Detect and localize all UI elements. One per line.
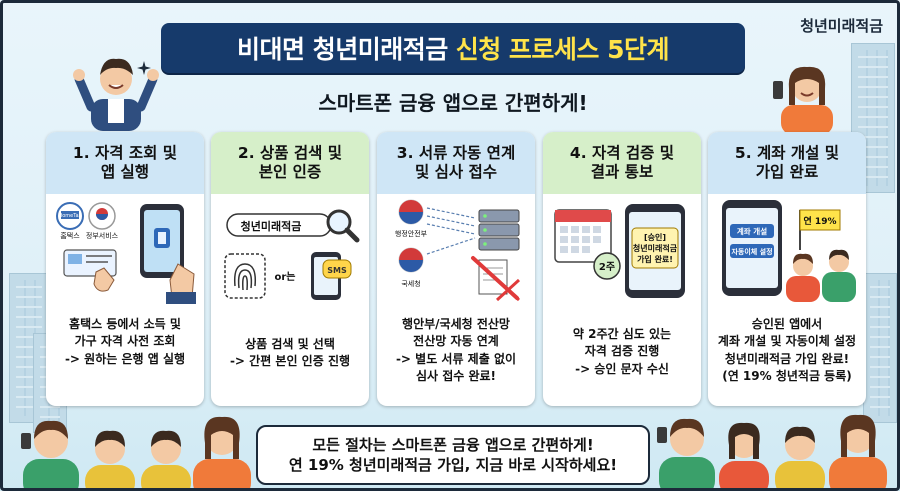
open-account-button-text: 계좌 개설: [737, 226, 767, 236]
auto-transfer-button-text: 자동이체 설정: [731, 247, 772, 256]
account-opening-illustration: 계좌 개설 자동이체 설정 연 19%: [722, 200, 856, 302]
or-label: or는: [274, 271, 295, 283]
step-card-5: 5. 계좌 개설 및 가입 완료 계좌 개설 자동이체 설정 연 19%: [708, 132, 866, 406]
title-banner: 비대면 청년미래적금 신청 프로세스 5단계: [161, 23, 745, 73]
hometax-phone-illustration: HomeTax 홈택스 정부서비스: [56, 202, 196, 304]
people-group-left-illustration: [21, 416, 251, 488]
step-card-4-text: 약 2주간 심도 있는 자격 검증 진행 -> 승인 문자 수신: [572, 327, 672, 376]
step-card-1-text: 홈택스 등에서 소득 및 가구 자격 사전 조회 -> 원하는 은행 앱 실행: [64, 317, 186, 366]
bottom-banner-line2: 연 19% 청년미래적금 가입, 지금 바로 시작하세요!: [288, 456, 618, 474]
building-right-2: [863, 273, 897, 423]
man-cheering-illustration: [73, 58, 159, 131]
building-right-1: [851, 43, 895, 193]
step-card-2: 2. 상품 검색 및 본인 인증 청년미래적금 or는 SMS 상품: [211, 132, 369, 406]
step-card-2-text: 상품 검색 및 선택 -> 간편 본인 인증 진행: [229, 337, 351, 369]
subtitle: 스마트폰 금융 앱으로 간편하게!: [318, 91, 588, 115]
bottom-banner-line1: 모든 절차는 스마트폰 금융 앱으로 간편하게!: [312, 435, 594, 454]
step-card-1-title: 1. 자격 조회 및 앱 실행: [46, 132, 204, 194]
title-highlight: 신청 프로세스 5단계: [455, 35, 670, 64]
gov-service-label: 정부서비스: [86, 231, 119, 240]
step-card-4-title: 4. 자격 검증 및 결과 통보: [543, 132, 701, 194]
sms-bubble-text: SMS: [327, 266, 347, 275]
search-auth-illustration: 청년미래적금 or는 SMS: [224, 209, 360, 300]
fingerprint-icon: [224, 253, 266, 299]
step-card-5-text: 승인된 앱에서 계좌 개설 및 자동이체 설정 청년미래적금 가입 완료! (연…: [717, 317, 857, 384]
nts-label: 국세청: [401, 279, 420, 288]
hometax-label: 홈택스: [60, 231, 80, 240]
hometax-logo-text: HomeTax: [58, 213, 81, 219]
step-card-3: 3. 서류 자동 연계 및 심사 접수 행정안전부 국세청: [377, 132, 535, 406]
bottom-banner: 모든 절차는 스마트폰 금융 앱으로 간편하게! 연 19% 청년미래적금 가입…: [256, 425, 650, 485]
step-card-1: 1. 자격 조회 및 앱 실행 HomeTax 홈택스 정부서비스: [46, 132, 204, 406]
ministry-label: 행정안전부: [395, 229, 428, 238]
rate-flag-text: 연 19%: [804, 216, 837, 227]
calendar-icon: [554, 209, 612, 263]
people-group-right-illustration: [657, 414, 887, 488]
data-link-illustration: 행정안전부 국세청: [395, 199, 521, 302]
server-icon: [478, 209, 520, 251]
step-card-3-text: 행안부/국세청 전산망 전산망 자동 연계 -> 별도 서류 제출 없이 심사 …: [395, 317, 517, 384]
woman-with-phone-illustration: [773, 66, 833, 135]
brand-logo-text: 청년미래적금: [800, 17, 883, 35]
step-card-5-title: 5. 계좌 개설 및 가입 완료: [708, 132, 866, 194]
step-card-2-title: 2. 상품 검색 및 본인 인증: [211, 132, 369, 194]
sparkle-icon: [137, 61, 151, 75]
step-card-3-title: 3. 서류 자동 연계 및 심사 접수: [377, 132, 535, 194]
celebrating-people: [786, 249, 856, 302]
search-term-text: 청년미래적금: [241, 219, 302, 233]
title-main: 비대면 청년미래적금: [236, 35, 448, 64]
no-paper-icon: [471, 256, 521, 302]
rate-flag-icon: 연 19%: [799, 209, 841, 250]
weeks-badge-text: 2주: [599, 261, 615, 273]
